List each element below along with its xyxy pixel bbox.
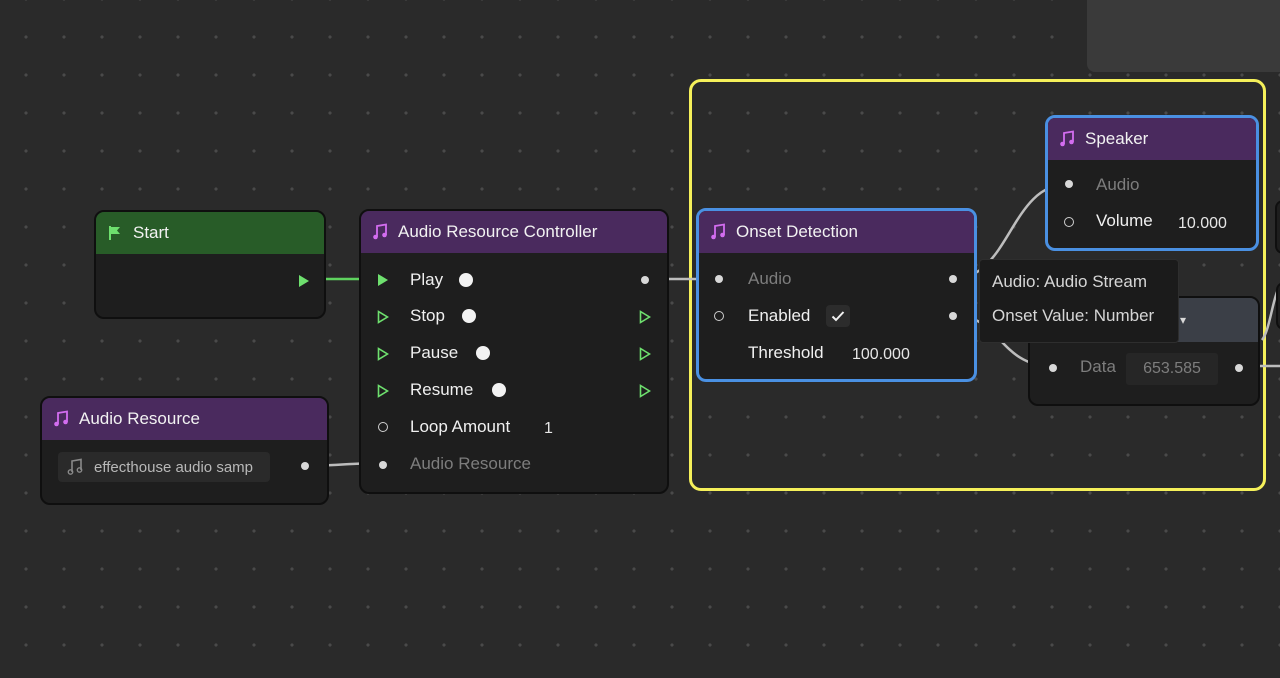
loop-amount-in-port[interactable] xyxy=(378,422,388,432)
pause-exec-in-port[interactable] xyxy=(377,347,389,361)
music-note-icon xyxy=(1058,130,1076,148)
play-exec-in-port[interactable] xyxy=(378,274,388,286)
chevron-down-icon[interactable]: ▾ xyxy=(1180,313,1186,327)
audio-resource-controller-node[interactable]: Audio Resource Controller Play Stop Paus… xyxy=(359,209,669,494)
speaker-node-header[interactable]: Speaker xyxy=(1048,118,1256,160)
speaker-node[interactable]: Speaker Audio Volume 10.000 xyxy=(1045,115,1259,251)
loop-amount-value[interactable]: 1 xyxy=(544,420,553,438)
data-in-port[interactable] xyxy=(1049,364,1057,372)
data-out-port[interactable] xyxy=(1235,364,1243,372)
data-value-field[interactable]: 653.585 xyxy=(1126,353,1218,385)
tooltip-line-onset-value: Onset Value: Number xyxy=(992,306,1154,326)
audio-resource-picker-field[interactable]: effecthouse audio samp xyxy=(58,452,270,482)
onset-enabled-checkbox[interactable] xyxy=(826,305,850,327)
music-note-icon xyxy=(371,223,389,241)
play-toggle[interactable] xyxy=(459,273,473,287)
onset-enabled-in-port[interactable] xyxy=(714,311,724,321)
audio-resource-node-header[interactable]: Audio Resource xyxy=(42,398,327,440)
onset-detection-node[interactable]: Onset Detection Audio Enabled Threshold … xyxy=(696,208,977,382)
start-exec-out-port[interactable] xyxy=(299,275,309,287)
speaker-audio-label: Audio xyxy=(1096,175,1139,195)
stop-exec-out-port[interactable] xyxy=(639,310,651,324)
speaker-volume-value[interactable]: 10.000 xyxy=(1178,215,1227,233)
onset-threshold-value[interactable]: 100.000 xyxy=(852,346,910,364)
port-tooltip: Audio: Audio Stream Onset Value: Number xyxy=(979,259,1179,343)
audio-resource-node-title: Audio Resource xyxy=(79,409,200,429)
speaker-node-title: Speaker xyxy=(1085,129,1148,149)
audio-resource-field-value: effecthouse audio samp xyxy=(94,459,253,476)
play-label: Play xyxy=(410,270,443,290)
pause-label: Pause xyxy=(410,343,458,363)
speaker-volume-in-port[interactable] xyxy=(1064,217,1074,227)
data-value: 653.585 xyxy=(1143,360,1201,378)
checkmark-icon xyxy=(831,310,845,322)
pause-exec-out-port[interactable] xyxy=(639,347,651,361)
data-input-label: Data xyxy=(1080,357,1116,377)
music-note-icon xyxy=(709,223,727,241)
start-node[interactable]: Start xyxy=(94,210,326,319)
offscreen-node-edge-2[interactable] xyxy=(1276,282,1280,330)
resume-toggle[interactable] xyxy=(492,383,506,397)
controller-node-title: Audio Resource Controller xyxy=(398,222,597,242)
start-node-header[interactable]: Start xyxy=(96,212,324,254)
onset-audio-in-port[interactable] xyxy=(715,275,723,283)
stop-label: Stop xyxy=(410,306,445,326)
offscreen-node-edge[interactable] xyxy=(1275,200,1280,254)
music-note-icon xyxy=(52,410,70,428)
audio-resource-input-label: Audio Resource xyxy=(410,454,531,474)
onset-node-header[interactable]: Onset Detection xyxy=(699,211,974,253)
onset-audio-label: Audio xyxy=(748,269,791,289)
audio-resource-out-port[interactable] xyxy=(301,462,309,470)
onset-audio-out-port[interactable] xyxy=(949,275,957,283)
loop-amount-label: Loop Amount xyxy=(410,417,510,437)
resume-label: Resume xyxy=(410,380,473,400)
minimap-panel[interactable] xyxy=(1087,0,1280,72)
music-note-icon xyxy=(66,458,84,476)
onset-value-out-port[interactable] xyxy=(949,312,957,320)
pause-toggle[interactable] xyxy=(476,346,490,360)
onset-enabled-label: Enabled xyxy=(748,306,810,326)
play-out-port[interactable] xyxy=(641,276,649,284)
stop-exec-in-port[interactable] xyxy=(377,310,389,324)
audio-resource-node[interactable]: Audio Resource effecthouse audio samp xyxy=(40,396,329,505)
stop-toggle[interactable] xyxy=(462,309,476,323)
controller-node-header[interactable]: Audio Resource Controller xyxy=(361,211,667,253)
resume-exec-out-port[interactable] xyxy=(639,384,651,398)
resume-exec-in-port[interactable] xyxy=(377,384,389,398)
onset-node-title: Onset Detection xyxy=(736,222,858,242)
start-node-title: Start xyxy=(133,223,169,243)
tooltip-line-audio: Audio: Audio Stream xyxy=(992,272,1147,292)
flag-icon xyxy=(106,224,124,242)
speaker-audio-in-port[interactable] xyxy=(1065,180,1073,188)
speaker-volume-label: Volume xyxy=(1096,211,1153,231)
onset-threshold-label: Threshold xyxy=(748,343,824,363)
audio-resource-in-port[interactable] xyxy=(379,461,387,469)
